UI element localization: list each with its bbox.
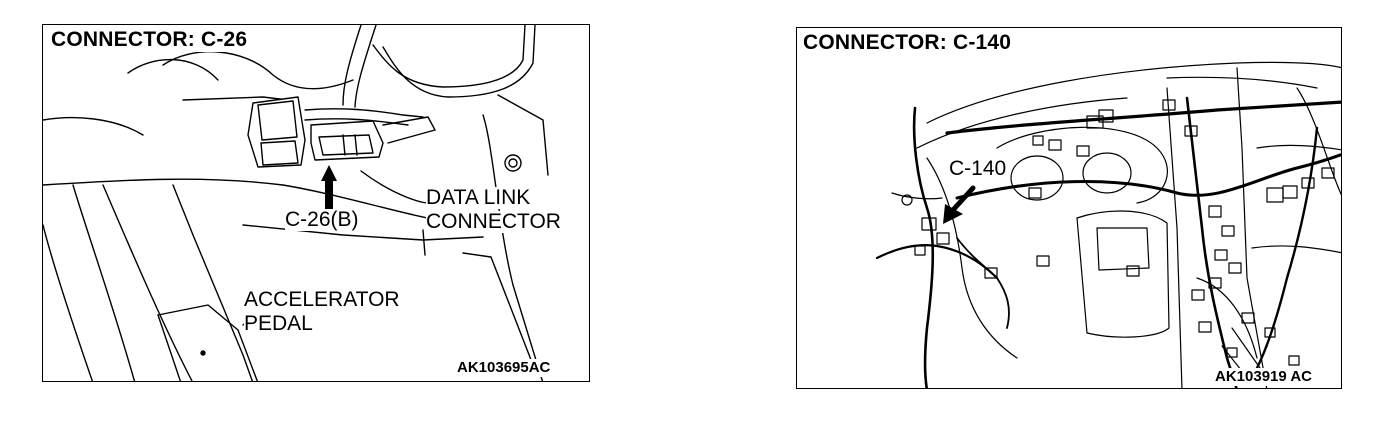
c140-line-drawing [875,61,1341,388]
figure-code: AK103695AC [455,359,553,377]
callout-accelerator-line1: ACCELERATOR [244,288,400,311]
callout-data-link-line1: DATA LINK [426,186,531,209]
diagram-title: CONNECTOR: C-140 [803,32,1015,55]
diagram-panel-c26: CONNECTOR: C-26 C-26(B) DATA LINK CONNEC… [42,24,590,382]
diagram-title: CONNECTOR: C-26 [51,29,251,52]
callout-accelerator-line2: PEDAL [244,312,313,335]
callout-connector-c26b: C-26(B) [285,208,359,231]
diagram-panel-c140: CONNECTOR: C-140 C-140 AK103919 AC [796,27,1342,389]
figure-code: AK103919 AC [1213,368,1314,386]
callout-data-link-line2: CONNECTOR [426,210,561,233]
callout-connector-c140: C-140 [947,157,1009,180]
